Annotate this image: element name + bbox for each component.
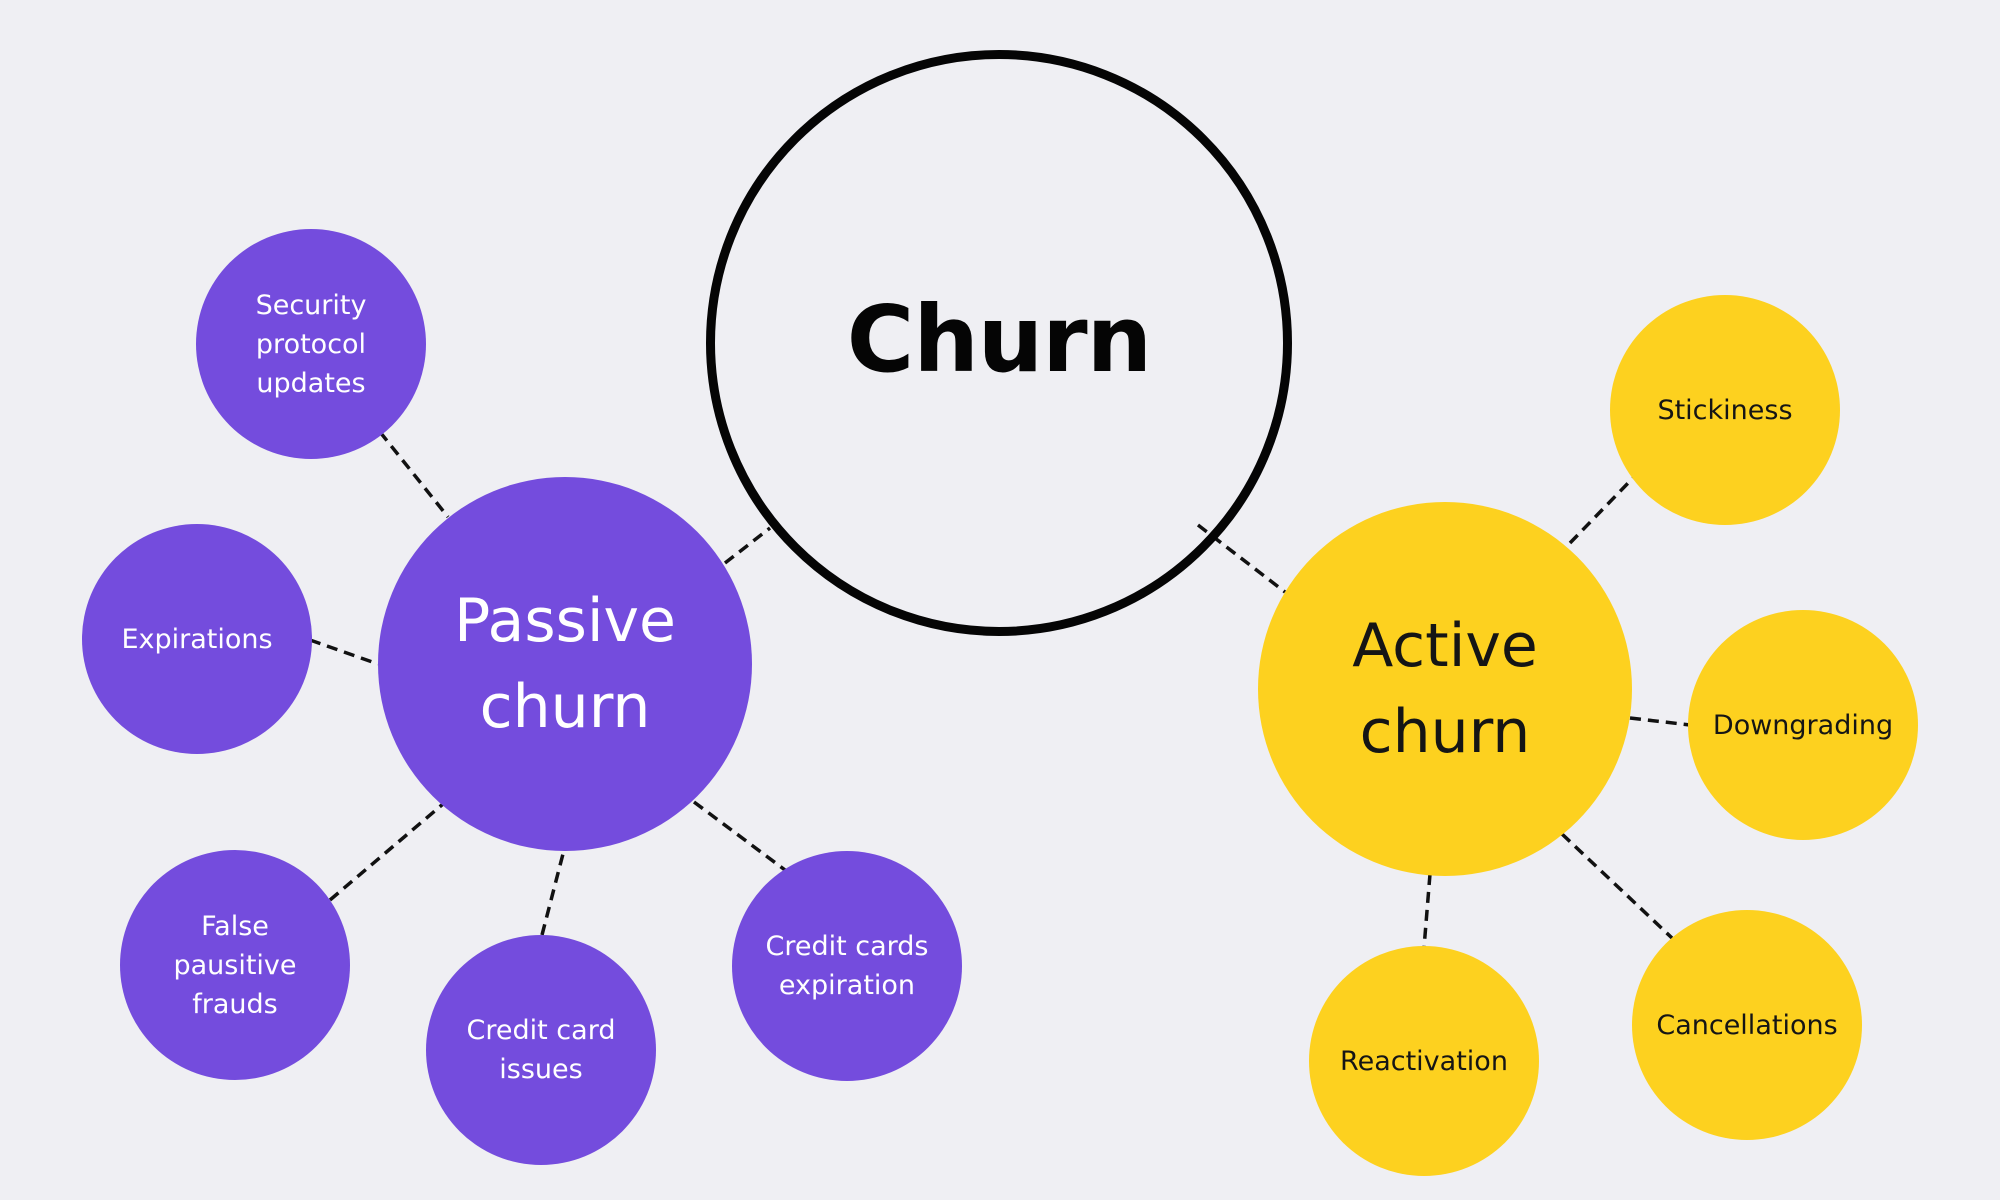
- churn-root-label: Churn: [846, 285, 1152, 393]
- credit-card-issues-label: Credit card issues: [466, 1015, 616, 1085]
- connector-passive-to-expirations: [309, 638, 379, 666]
- credit-cards-expiration-node: Credit cards expiration: [732, 851, 962, 1081]
- downgrading-label: Downgrading: [1712, 709, 1894, 741]
- connector-passive-to-cards-expiration: [692, 800, 787, 872]
- reactivation-label: Reactivation: [1340, 1045, 1508, 1077]
- expirations-node: Expirations: [82, 524, 312, 754]
- active-churn-node: Active churn: [1258, 502, 1632, 876]
- cancellations-label: Cancellations: [1656, 1009, 1838, 1041]
- false-pausitive-frauds-node: False pausitive frauds: [120, 850, 350, 1080]
- connector-passive-to-card-issues: [540, 849, 566, 936]
- passive-churn-node: Passive churn: [378, 477, 752, 851]
- expirations-label: Expirations: [121, 623, 273, 655]
- connector-active-to-cancellations: [1560, 832, 1674, 940]
- cancellations-node: Cancellations: [1632, 910, 1862, 1140]
- connector-passive-to-false-frauds: [328, 802, 445, 902]
- active-churn-label: Active churn: [1352, 611, 1538, 767]
- security-protocol-updates-label: Security protocol updates: [255, 289, 367, 399]
- security-protocol-updates-node: Security protocol updates: [196, 229, 426, 459]
- connector-active-to-reactivation: [1422, 873, 1432, 949]
- reactivation-node: Reactivation: [1309, 946, 1539, 1176]
- stickiness-label: Stickiness: [1657, 394, 1793, 426]
- downgrading-node: Downgrading: [1688, 610, 1918, 840]
- connector-passive-to-security: [378, 430, 450, 519]
- connector-passive-to-churn: [723, 526, 772, 565]
- passive-churn-label: Passive churn: [454, 586, 676, 742]
- connector-active-to-downgrading: [1629, 716, 1691, 727]
- false-pausitive-frauds-label: False pausitive frauds: [173, 910, 297, 1020]
- connector-active-to-stickiness: [1568, 476, 1635, 545]
- churn-root-node: Churn: [706, 50, 1292, 636]
- stickiness-node: Stickiness: [1610, 295, 1840, 525]
- credit-card-issues-node: Credit card issues: [426, 935, 656, 1165]
- credit-cards-expiration-label: Credit cards expiration: [765, 931, 929, 1001]
